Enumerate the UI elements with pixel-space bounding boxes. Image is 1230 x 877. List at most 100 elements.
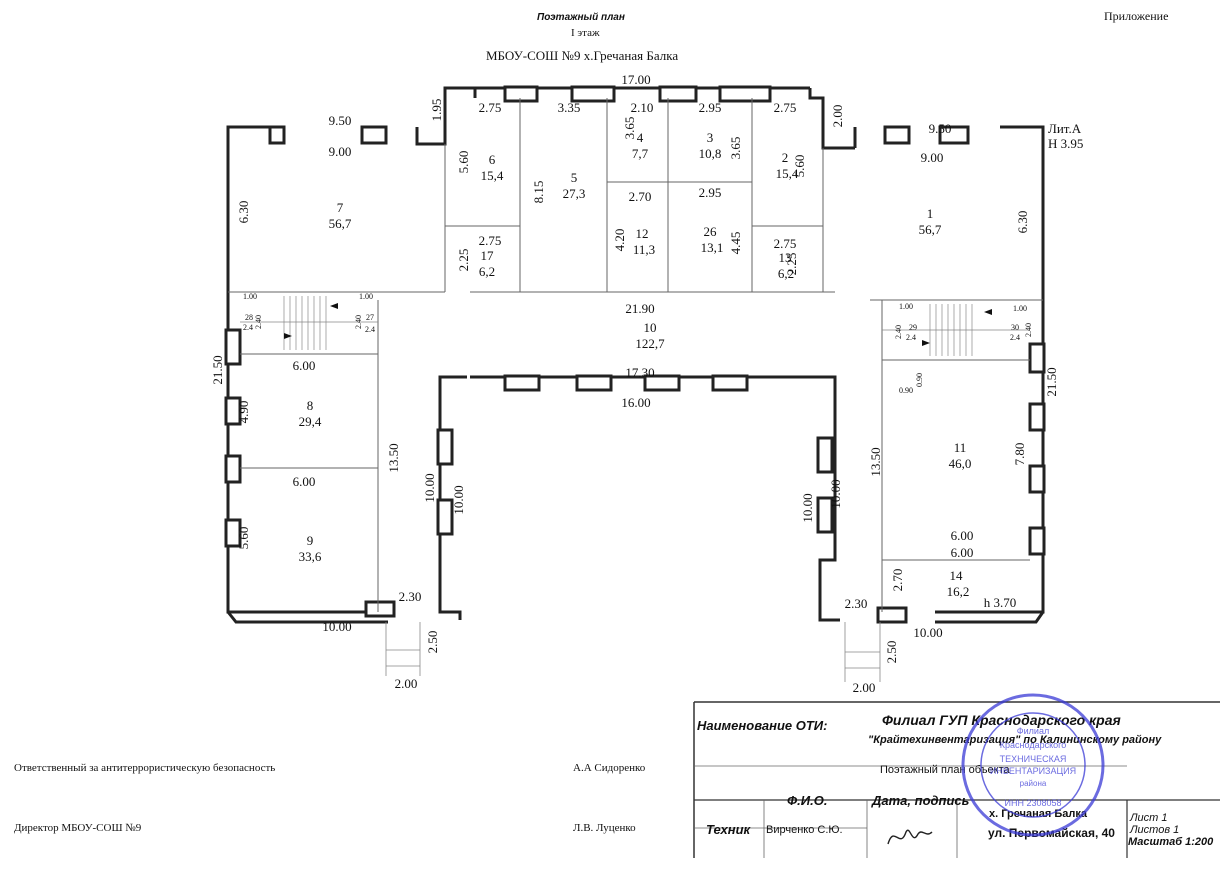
room-area: 122,7: [635, 336, 665, 351]
dim-label: 17.00: [621, 72, 650, 87]
room-number: 6: [489, 152, 496, 167]
sheet-number: Лист 1: [1130, 812, 1168, 824]
dim-label: 1.00: [243, 292, 257, 301]
dim-label: 2.40: [254, 315, 263, 329]
room-number: 11: [954, 440, 967, 455]
dim-label: 2.25: [456, 249, 471, 272]
official-seal: Филиал Краснодарского ТЕХНИЧЕСКАЯ ИНВЕНТ…: [961, 693, 1105, 837]
dim-label: 16.00: [621, 395, 650, 410]
walls: [224, 85, 1046, 624]
dim-label: 0.90: [899, 386, 913, 395]
dim-label: 1.00: [1013, 304, 1027, 313]
dim-label: 2.00: [395, 676, 418, 691]
oti-label: Наименование ОТИ:: [697, 718, 828, 733]
dim-label: 2.4: [243, 323, 253, 332]
dim-label: 2.00: [853, 680, 876, 695]
dim-label: 6.30: [236, 201, 251, 224]
dim-label: 5.60: [792, 155, 807, 178]
partitions: [228, 98, 1043, 612]
security-responsible-label: Ответственный за антитеррористическую бе…: [14, 762, 276, 774]
room-area: 6,2: [778, 266, 794, 281]
signature: [887, 829, 933, 845]
dim-label: 9.50: [929, 121, 952, 136]
dim-label: 2.10: [631, 100, 654, 115]
dim-label: 10.00: [322, 619, 351, 634]
dim-label: 27: [366, 313, 374, 322]
stairs-right: [882, 304, 1030, 356]
room-area: 16,2: [947, 584, 970, 599]
room-number: 14: [950, 568, 964, 583]
room-number: 1: [927, 206, 934, 221]
dim-label: 21.50: [210, 355, 225, 384]
dim-label: 10.00: [800, 493, 815, 522]
dim-label: 2.50: [425, 631, 440, 654]
seal-text: ИНВЕНТАРИЗАЦИЯ: [990, 766, 1076, 776]
floor-label: I этаж: [571, 27, 600, 39]
dim-label: 6.00: [293, 358, 316, 373]
dim-label: 6.30: [1015, 211, 1030, 234]
oti-value-2: "Крайтехинвентаризация" по Калининскому …: [868, 734, 1162, 746]
dim-label: 29: [909, 323, 917, 332]
dim-label: 10.00: [828, 479, 843, 508]
room-area: 33,6: [299, 549, 322, 564]
security-responsible-name: А.А Сидоренко: [573, 762, 646, 774]
stair-arrow-icon: [330, 303, 338, 309]
dim-label: 2.00: [830, 105, 845, 128]
dim-label: 21.50: [1044, 367, 1059, 396]
room-number: 7: [337, 200, 344, 215]
seal-text: ТЕХНИЧЕСКАЯ: [1000, 754, 1067, 764]
address-line-1: х. Гречаная Балка: [989, 808, 1087, 820]
room-number: 17: [481, 248, 495, 263]
room-area: 13,1: [701, 240, 724, 255]
dim-label: 2.75: [774, 236, 797, 251]
title-block-frame: [693, 701, 1220, 858]
sheets-total: Листов 1: [1130, 824, 1180, 836]
director-label: Директор МБОУ-СОШ №9: [14, 822, 142, 834]
dim-label: 2.75: [479, 100, 502, 115]
dim-label: 2.95: [699, 100, 722, 115]
room-number: 10: [644, 320, 657, 335]
dimensions-horizontal: 17.00 9.50 9.00 2.75 3.35 2.10 2.95 2.75…: [293, 72, 1017, 695]
seal-text: Филиал: [1017, 726, 1049, 736]
stair-dimensions-vertical: 2.40 2.40 2.40 2.40 0.90: [254, 315, 1033, 387]
room-number: 5: [571, 170, 578, 185]
dim-label: 10.00: [913, 625, 942, 640]
dim-label: 5.60: [236, 527, 251, 550]
plan-title: Поэтажный план: [537, 12, 625, 23]
dim-label: 2.40: [1024, 323, 1033, 337]
floor-plan: 1 56,7 2 15,4 3 10,8 4 7,7 5 27,3 6 15,4…: [210, 72, 1083, 695]
title-block: Наименование ОТИ: Филиал ГУП Краснодарск…: [692, 693, 1220, 860]
room-number: 12: [636, 226, 649, 241]
dim-label: 5.60: [456, 151, 471, 174]
room-number: 2: [782, 150, 789, 165]
oti-value-1: Филиал ГУП Краснодарского края: [882, 712, 1121, 728]
dim-label: 6.00: [951, 545, 974, 560]
porch-steps: [385, 622, 881, 682]
date-signature-label: Дата, подпись: [872, 793, 970, 808]
dim-label: 4.90: [236, 401, 251, 424]
room-area: 7,7: [632, 146, 649, 161]
room-area: 6,2: [479, 264, 495, 279]
dim-label: 2.70: [890, 569, 905, 592]
dim-label: 21.90: [625, 301, 654, 316]
dim-label: 2.75: [479, 233, 502, 248]
technician-label: Техник: [706, 822, 751, 837]
technician-name: Вирченко С.Ю.: [766, 824, 843, 836]
dim-label: 4.20: [612, 229, 627, 252]
dim-label: 28: [245, 313, 253, 322]
dim-label: 6.00: [951, 528, 974, 543]
dim-label: 17.30: [625, 365, 654, 380]
dim-label: 2.4: [906, 333, 916, 342]
dim-label: 1.95: [429, 99, 444, 122]
dim-label: 30: [1011, 323, 1019, 332]
dim-label: 6.00: [293, 474, 316, 489]
room-area: 15,4: [776, 166, 799, 181]
lit-label: Лит.А: [1048, 121, 1082, 136]
dim-label: 3.35: [558, 100, 581, 115]
dim-label: 9.00: [921, 150, 944, 165]
room-area: 29,4: [299, 414, 322, 429]
appendix-label: Приложение: [1104, 9, 1169, 23]
stair-arrow-icon: [922, 340, 930, 346]
room-area: 56,7: [919, 222, 942, 237]
room-number: 4: [637, 130, 644, 145]
